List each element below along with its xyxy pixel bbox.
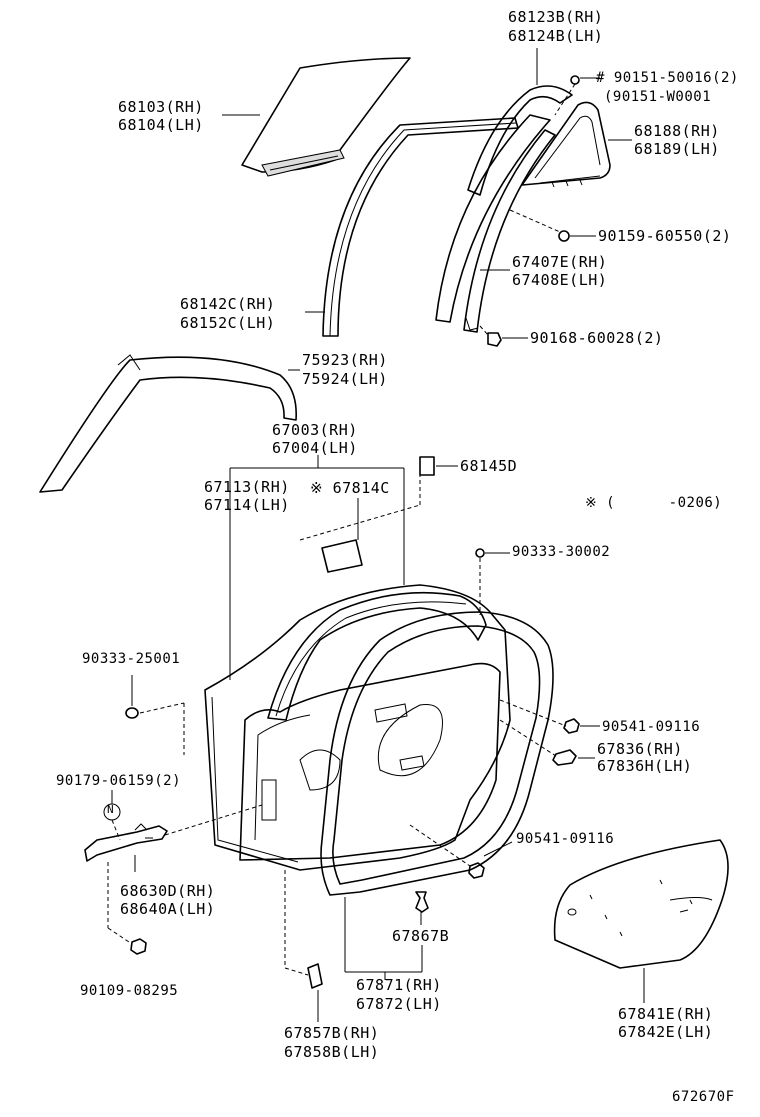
outside-moulding[interactable] [39,354,297,493]
door-glass[interactable] [241,57,411,177]
screw-mid[interactable] [509,209,570,242]
label-plug-left: 90333-25001 [82,651,181,667]
label-door-rh: 67003(RH) [272,421,358,439]
clip[interactable] [415,891,429,925]
nut-lower[interactable] [409,824,485,879]
footer-code: 672670F [672,1089,735,1105]
label-division-rh: 67407E(RH) [512,253,608,271]
label-cushion: 68145D [460,457,518,475]
label-cover-sheet-lh: 67842E(LH) [618,1023,714,1041]
label-door-sub-rh: 67113(RH) [204,478,290,496]
service-hole-cover[interactable] [553,839,729,1003]
label-upper-run-rh: 68123B(RH) [508,8,604,26]
label-cover-note: ※ 67814C [310,479,390,497]
label-bolt-check: 90179-06159(2) [56,773,182,789]
label-hole-plug-lh: 67858B(LH) [284,1043,380,1061]
label-check-rh: 68630D(RH) [120,882,216,900]
weatherstrip-bracket [344,897,423,980]
label-door-sub-lh: 67114(LH) [204,496,290,514]
label-nut-right: 90541-09116 [602,719,701,735]
label-upper-run-lh: 68124B(LH) [508,27,604,45]
screw-top[interactable] [554,75,580,116]
label-quarter-lh: 68189(LH) [634,140,720,158]
label-clip-right-lh: 67836H(LH) [597,757,693,775]
label-division-lh: 67408E(LH) [512,271,608,289]
label-run-rh: 68142C(RH) [180,295,276,313]
check-tag-n [103,790,121,841]
hole-plug-top[interactable] [475,548,485,615]
door-inner-panel[interactable] [239,662,501,861]
label-check-lh: 68640A(LH) [120,900,216,918]
label-screw-top-alt: (90151-W0001 [604,89,712,105]
label-weatherstrip-rh: 67871(RH) [356,976,442,994]
label-screw-mid: 90159-60550(2) [598,227,732,245]
label-check-tag: N [107,803,115,816]
label-glass-lh: 68104(LH) [118,116,204,134]
quarter-glass[interactable] [521,101,611,188]
cushion[interactable] [419,456,435,476]
door-check[interactable] [84,804,263,862]
label-quarter-rh: 68188(RH) [634,122,720,140]
upper-run[interactable] [467,85,573,196]
label-glass-rh: 68103(RH) [118,98,204,116]
label-bolt-lower: 90168-60028(2) [530,329,664,347]
label-bolt-bottom: 90109-08295 [80,983,179,999]
glass-run-channel[interactable] [322,117,519,337]
label-door-lh: 67004(LH) [272,439,358,457]
label-cover-sheet-rh: 67841E(RH) [618,1005,714,1023]
door-bracket [229,455,421,680]
label-weatherstrip-lh: 67872(LH) [356,995,442,1013]
bolt-bottom[interactable] [107,862,147,955]
label-plug-top: 90333-30002 [512,544,611,560]
clip-right[interactable] [499,719,577,766]
hole-plug-left[interactable] [125,675,185,755]
label-nut-lower: 90541-09116 [516,831,615,847]
label-moulding-rh: 75923(RH) [302,351,388,369]
label-hole-plug-rh: 67857B(RH) [284,1024,380,1042]
label-run-lh: 68152C(LH) [180,314,276,332]
hole-plug-bottom[interactable] [284,870,323,1022]
door-weatherstrip[interactable] [320,611,554,896]
nut-right[interactable] [499,699,580,734]
door-cover-small[interactable] [321,539,363,573]
label-clip-right-rh: 67836(RH) [597,740,683,758]
leader-nut-lower [483,841,513,857]
bolt-lower[interactable] [479,325,502,347]
label-moulding-lh: 75924(LH) [302,370,388,388]
door-outer-panel[interactable] [204,584,511,871]
division-bar[interactable] [435,114,556,333]
label-date-note: ※ ( -0206) [585,495,723,511]
label-clip: 67867B [392,927,450,945]
door-window-frame[interactable] [267,591,487,721]
label-screw-top: # 90151-50016(2) [596,70,739,86]
